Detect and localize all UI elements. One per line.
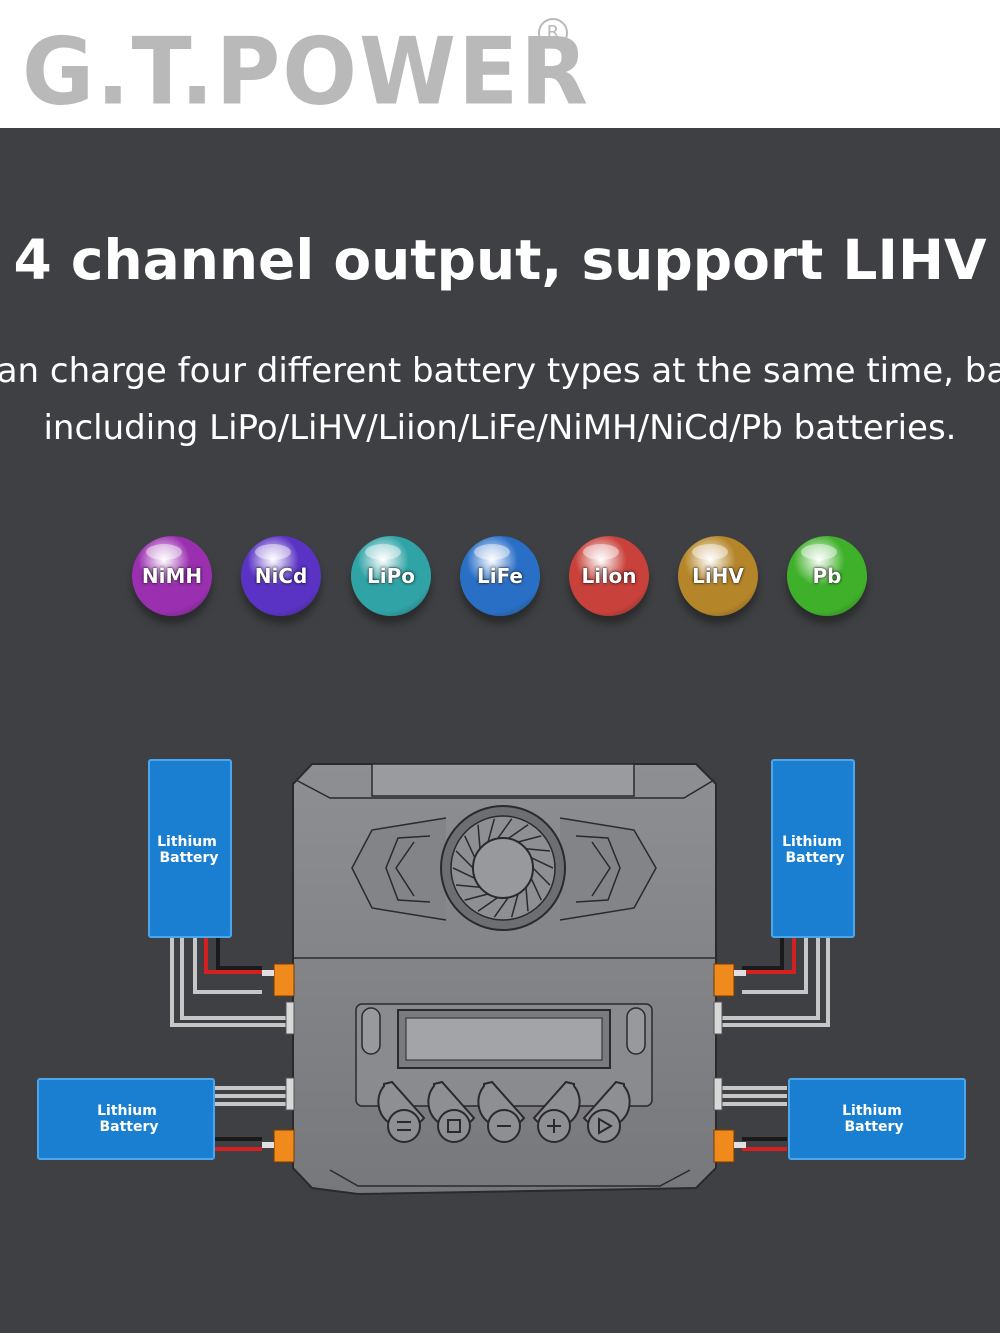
battery-bottom-right-label-1: Lithium bbox=[842, 1103, 902, 1119]
fan-blade bbox=[455, 884, 481, 889]
battery-top-left-label-2: Battery bbox=[159, 850, 218, 866]
battery-top-left-label-1: Lithium bbox=[157, 834, 217, 850]
battery-bottom-left-label-2: Battery bbox=[99, 1119, 158, 1135]
registered-mark: R bbox=[538, 18, 568, 48]
battery-top-right bbox=[771, 759, 855, 938]
fan-blade bbox=[530, 857, 554, 869]
badge-life: LiFe bbox=[460, 536, 540, 616]
fan-blade bbox=[464, 835, 476, 859]
charger-body bbox=[292, 763, 717, 1196]
description-line-2: including LiPo/LiHV/Liion/LiFe/NiMH/NiCd… bbox=[43, 408, 957, 448]
fan-blade bbox=[455, 850, 474, 869]
wires-bottom bbox=[213, 1086, 787, 1151]
fan-blade bbox=[464, 893, 489, 901]
battery-top-left bbox=[148, 759, 232, 938]
badge-nicd: NiCd bbox=[241, 536, 321, 616]
fan-blade bbox=[532, 867, 551, 886]
fan-blade bbox=[525, 887, 529, 912]
battery-top-right-label-2: Battery bbox=[785, 850, 844, 866]
connectors bbox=[262, 963, 746, 1163]
wires-top-right bbox=[716, 936, 830, 1027]
badge-lipo: LiPo bbox=[351, 536, 431, 616]
badge-lihv: LiHV bbox=[678, 536, 758, 616]
badge-liion: LiIon bbox=[569, 536, 649, 616]
fan-blade bbox=[517, 835, 542, 843]
fan-blade bbox=[510, 893, 519, 918]
fan-blade bbox=[477, 824, 481, 849]
charger-illustration: Lithium Battery Lithium Battery Lithium … bbox=[37, 759, 966, 1196]
fan-blade bbox=[507, 824, 529, 840]
battery-type-badges: NiMH NiCd LiPo LiFe LiIon LiHV Pb bbox=[0, 532, 1000, 632]
battery-top-right-label-1: Lithium bbox=[782, 834, 842, 850]
battery-bottom-left bbox=[37, 1078, 215, 1160]
battery-bottom-left-label-1: Lithium bbox=[97, 1103, 157, 1119]
fan-blade bbox=[477, 896, 499, 912]
fan-blade bbox=[525, 847, 551, 852]
battery-bottom-right-label-2: Battery bbox=[844, 1119, 903, 1135]
wires-top-left bbox=[170, 936, 290, 1027]
badge-pb: Pb bbox=[787, 536, 867, 616]
brand-header: G.T.POWER R bbox=[0, 0, 1000, 128]
brand-logo: G.T.POWER bbox=[22, 17, 590, 126]
fan-blade bbox=[452, 867, 476, 879]
fan-blade bbox=[497, 818, 513, 839]
battery-bottom-right bbox=[788, 1078, 966, 1160]
fan-blade bbox=[530, 877, 542, 901]
description-line-1: can charge four different battery types … bbox=[0, 351, 1000, 391]
page-headline: 4 channel output, support LIHV bbox=[13, 228, 987, 292]
fan-blade bbox=[493, 897, 509, 918]
fan-blade bbox=[487, 818, 496, 843]
badge-nimh: NiMH bbox=[132, 536, 212, 616]
